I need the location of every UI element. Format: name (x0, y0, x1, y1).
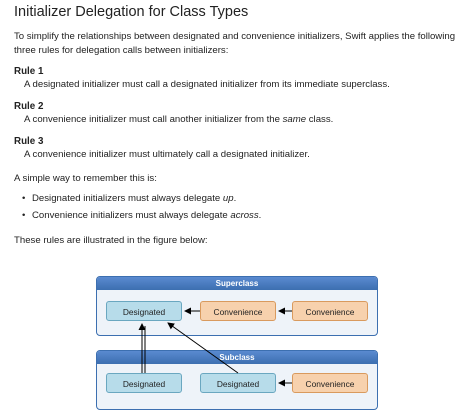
rule-3-heading: Rule 3 (14, 136, 44, 147)
delegation-figure: Superclass Designated Convenience Conven… (96, 276, 378, 410)
delegation-arrows (138, 307, 292, 387)
superclass-convenience-box: Convenience (292, 301, 368, 321)
intro-paragraph: To simplify the relationships between de… (14, 31, 456, 56)
subclass-convenience-box: Convenience (292, 373, 368, 393)
page-title: Initializer Delegation for Class Types (14, 4, 249, 20)
rule-1-heading: Rule 1 (14, 66, 44, 77)
figure-intro: These rules are illustrated in the figur… (14, 235, 208, 246)
list-item: •Convenience initializers must always de… (22, 210, 262, 221)
arrow-designated-diagonal (167, 322, 239, 374)
superclass-designated-box: Designated (106, 301, 182, 321)
rule-3-text: A convenience initializer must ultimatel… (24, 149, 310, 160)
superclass-header: Superclass (97, 277, 377, 290)
subclass-designated-box: Designated (200, 373, 276, 393)
subclass-designated-box: Designated (106, 373, 182, 393)
rule-1-text: A designated initializer must call a des… (24, 79, 390, 90)
subclass-header: Subclass (97, 351, 377, 364)
list-item: •Designated initializers must always del… (22, 193, 237, 204)
rule-2-heading: Rule 2 (14, 101, 44, 112)
rule-2-text: A convenience initializer must call anot… (24, 114, 334, 125)
superclass-convenience-box: Convenience (200, 301, 276, 321)
remember-paragraph: A simple way to remember this is: (14, 173, 157, 184)
